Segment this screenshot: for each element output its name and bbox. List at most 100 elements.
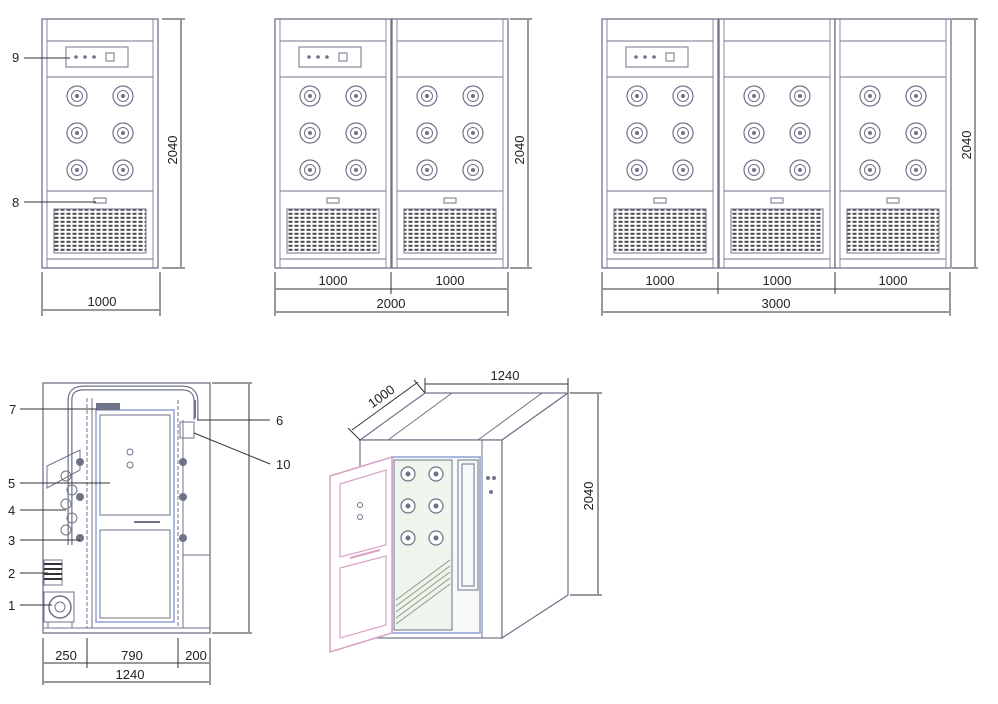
nozzle-inner <box>631 90 643 102</box>
width-dimension: 2000 <box>276 296 507 313</box>
nozzle-inner <box>748 164 760 176</box>
nozzle-center <box>471 131 475 135</box>
height-label: 2040 <box>959 131 974 160</box>
door-handle <box>443 197 457 204</box>
unit-width-dimension: 1000 1000 1000 <box>601 272 951 316</box>
section-fan <box>43 591 75 629</box>
front-view-double: 2040 1000 1000 2000 <box>274 18 532 316</box>
svg-text:7: 7 <box>9 402 16 417</box>
panel-display <box>105 52 115 62</box>
svg-text:8: 8 <box>12 195 19 210</box>
nozzle-inner <box>864 90 876 102</box>
nozzle-center <box>635 131 639 135</box>
cabinet-inner-frame <box>839 18 947 269</box>
panel-button <box>83 55 87 59</box>
width-dimension: 3000 <box>603 296 949 313</box>
nozzle-center <box>405 471 411 477</box>
nozzle-inner <box>467 164 479 176</box>
nozzle-inner <box>794 127 806 139</box>
nozzle-inner <box>350 127 362 139</box>
nozzle-center <box>752 94 756 98</box>
height-label: 2040 <box>165 136 180 165</box>
nozzle-center <box>75 94 79 98</box>
nozzle-center <box>308 131 312 135</box>
svg-text:4: 4 <box>8 503 15 518</box>
cabinet-inner-frame <box>279 18 387 269</box>
section-width-dimensions: 250 790 200 1240 <box>42 638 211 685</box>
section-left-nozzles <box>46 449 84 542</box>
nozzle-inner <box>631 164 643 176</box>
callout-10: 10 <box>193 432 290 472</box>
nozzle-inner <box>910 90 922 102</box>
nozzle-center <box>425 94 429 98</box>
unit-width-label: 1000 <box>646 273 675 288</box>
section-controller <box>96 403 120 410</box>
svg-text:1: 1 <box>8 598 15 613</box>
door-handle <box>886 197 900 204</box>
nozzle-center <box>308 168 312 172</box>
callout-9: 9 <box>12 50 70 65</box>
unit-width-dimension: 1000 1000 <box>274 272 509 316</box>
vent-grille <box>846 208 940 254</box>
nozzle-inner <box>117 90 129 102</box>
nozzle-inner <box>421 90 433 102</box>
width-dimension: 1000 <box>41 272 161 316</box>
panel-button <box>92 55 96 59</box>
front-view-single: 2040 1000 9 8 <box>12 18 185 316</box>
nozzle-center <box>798 131 802 135</box>
svg-text:9: 9 <box>12 50 19 65</box>
nozzle-center <box>635 94 639 98</box>
nozzle-inner <box>910 164 922 176</box>
nozzle-center <box>433 503 439 509</box>
panel-button <box>316 55 320 59</box>
cabinet-inner-frame <box>46 18 154 269</box>
nozzle-inner <box>677 164 689 176</box>
door-handle <box>770 197 784 204</box>
vent-grille <box>403 208 497 254</box>
nozzle-inner <box>677 127 689 139</box>
nozzle-center <box>121 131 125 135</box>
nozzle-inner <box>71 164 83 176</box>
height-dimension: 2040 <box>510 18 532 269</box>
svg-text:5: 5 <box>8 476 15 491</box>
callout-7: 7 <box>9 402 97 417</box>
nozzle-center <box>752 131 756 135</box>
vent-grille <box>613 208 707 254</box>
nozzle-center <box>354 94 358 98</box>
depth-label: 1000 <box>365 382 397 411</box>
nozzle-center <box>354 131 358 135</box>
iso-height-dimension: 2040 <box>570 392 602 596</box>
cabinet-inner-frame <box>396 18 504 269</box>
nozzle-center <box>425 131 429 135</box>
cabinet-unit <box>834 18 952 269</box>
panel-display <box>665 52 675 62</box>
cabinet-unit <box>391 18 509 269</box>
panel-button <box>652 55 656 59</box>
cabinet-unit <box>718 18 836 269</box>
dim-label: 790 <box>121 648 143 663</box>
svg-text:3: 3 <box>8 533 15 548</box>
height-dimension: 2040 <box>952 18 978 269</box>
cabinet-unit <box>41 18 159 269</box>
nozzle-inner <box>71 90 83 102</box>
door-handle <box>326 197 340 204</box>
svg-text:10: 10 <box>276 457 290 472</box>
nozzle-inner <box>467 127 479 139</box>
unit-width-label: 1000 <box>763 273 792 288</box>
nozzle-center <box>798 94 802 98</box>
height-label: 2040 <box>512 136 527 165</box>
nozzle-center <box>868 131 872 135</box>
nozzle-inner <box>748 90 760 102</box>
nozzle-center <box>868 168 872 172</box>
section-view: 7 6 10 5 4 3 2 1 <box>8 382 290 685</box>
nozzle-center <box>868 94 872 98</box>
nozzle-center <box>681 131 685 135</box>
section-right-nozzles <box>179 400 196 542</box>
callout-4: 4 <box>8 503 66 518</box>
dim-label: 200 <box>185 648 207 663</box>
nozzle-inner <box>864 127 876 139</box>
nozzle-center <box>405 503 411 509</box>
callout-3: 3 <box>8 533 80 548</box>
dim-label: 250 <box>55 648 77 663</box>
